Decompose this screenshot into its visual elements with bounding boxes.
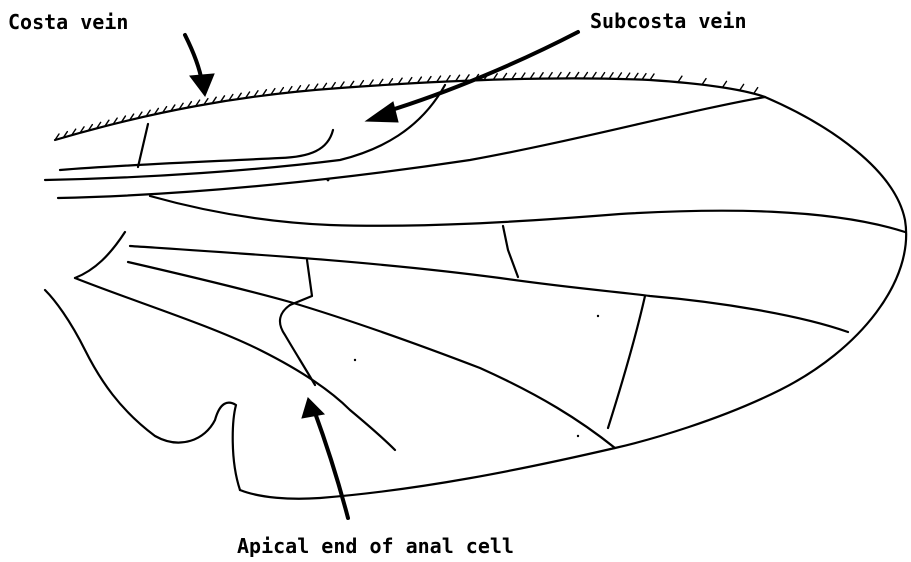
speck — [327, 179, 330, 182]
bristle — [740, 84, 744, 90]
subcosta-vein-line — [60, 130, 333, 170]
anal-vein — [75, 278, 395, 450]
humeral-crossvein — [138, 124, 148, 167]
bristle — [723, 81, 727, 87]
basal-lobe-curve — [75, 232, 125, 278]
speck — [354, 359, 356, 361]
rm-crossvein — [503, 226, 518, 277]
mcu-crossvein — [608, 296, 645, 428]
costa-vein-label: Costa vein — [8, 12, 128, 32]
anal-cell-arrow — [302, 398, 348, 518]
wing-outer-margin — [240, 97, 906, 499]
r45-vein — [150, 196, 905, 232]
subcosta-arrow — [366, 32, 578, 122]
anal-cell-label: Apical end of anal cell — [237, 536, 514, 556]
speck — [577, 435, 579, 437]
bristle — [702, 79, 706, 85]
basal-cell-upper — [290, 260, 312, 305]
bristle — [754, 88, 758, 94]
subcosta-vein-label: Subcosta vein — [590, 11, 747, 31]
basal-cell-lower — [280, 305, 315, 385]
wing-posterior-base — [45, 290, 240, 490]
speck — [597, 315, 599, 317]
costa-vein-line — [55, 78, 765, 140]
cu-vein — [128, 262, 615, 448]
costa-arrow — [185, 35, 214, 96]
